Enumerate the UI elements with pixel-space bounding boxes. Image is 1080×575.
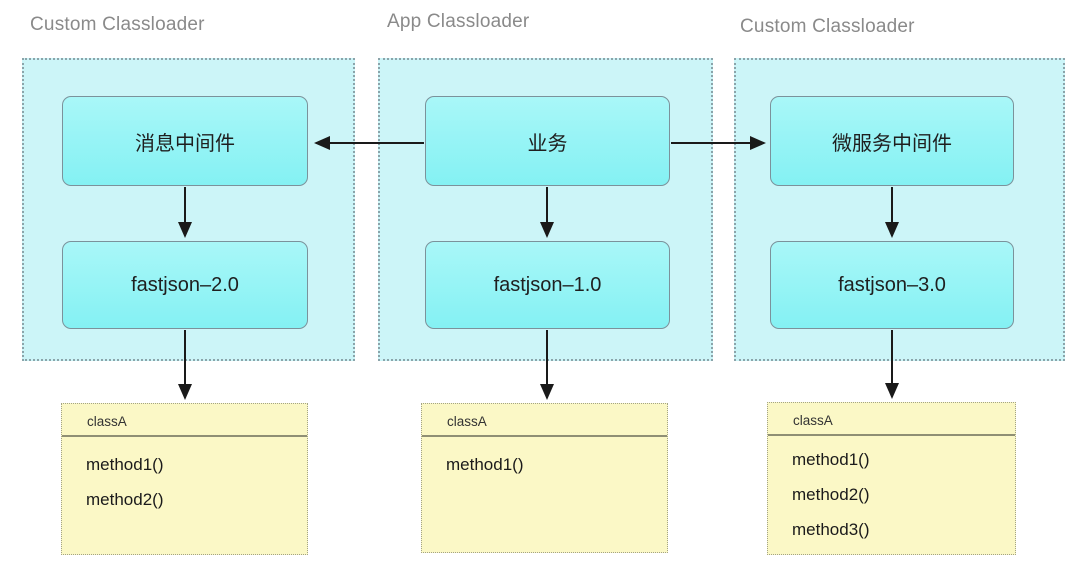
column-title-app-classloader: App Classloader bbox=[387, 11, 530, 32]
method-item: method1() bbox=[446, 455, 524, 474]
classbox-right-methods: method1() method2() method3() bbox=[768, 436, 1015, 547]
node-fastjson-2-0: fastjson–2.0 bbox=[62, 241, 308, 329]
classbox-right-name: classA bbox=[768, 403, 1015, 436]
classbox-left: classA method1() method2() bbox=[61, 403, 308, 555]
column-title-custom-classloader-left: Custom Classloader bbox=[30, 14, 205, 35]
classbox-left-methods: method1() method2() bbox=[62, 437, 307, 517]
classbox-left-name: classA bbox=[62, 404, 307, 437]
method-item: method1() bbox=[792, 450, 870, 469]
classbox-middle: classA method1() bbox=[421, 403, 668, 553]
node-business: 业务 bbox=[425, 96, 670, 186]
method-item: method3() bbox=[792, 520, 870, 539]
node-microservice-middleware: 微服务中间件 bbox=[770, 96, 1014, 186]
node-message-middleware: 消息中间件 bbox=[62, 96, 308, 186]
method-item: method2() bbox=[86, 490, 164, 509]
node-fastjson-1-0: fastjson–1.0 bbox=[425, 241, 670, 329]
node-fastjson-3-0: fastjson–3.0 bbox=[770, 241, 1014, 329]
column-title-custom-classloader-right: Custom Classloader bbox=[740, 16, 915, 37]
method-item: method1() bbox=[86, 455, 164, 474]
classbox-right: classA method1() method2() method3() bbox=[767, 402, 1016, 555]
method-item: method2() bbox=[792, 485, 870, 504]
classbox-middle-name: classA bbox=[422, 404, 667, 437]
classbox-middle-methods: method1() bbox=[422, 437, 667, 482]
